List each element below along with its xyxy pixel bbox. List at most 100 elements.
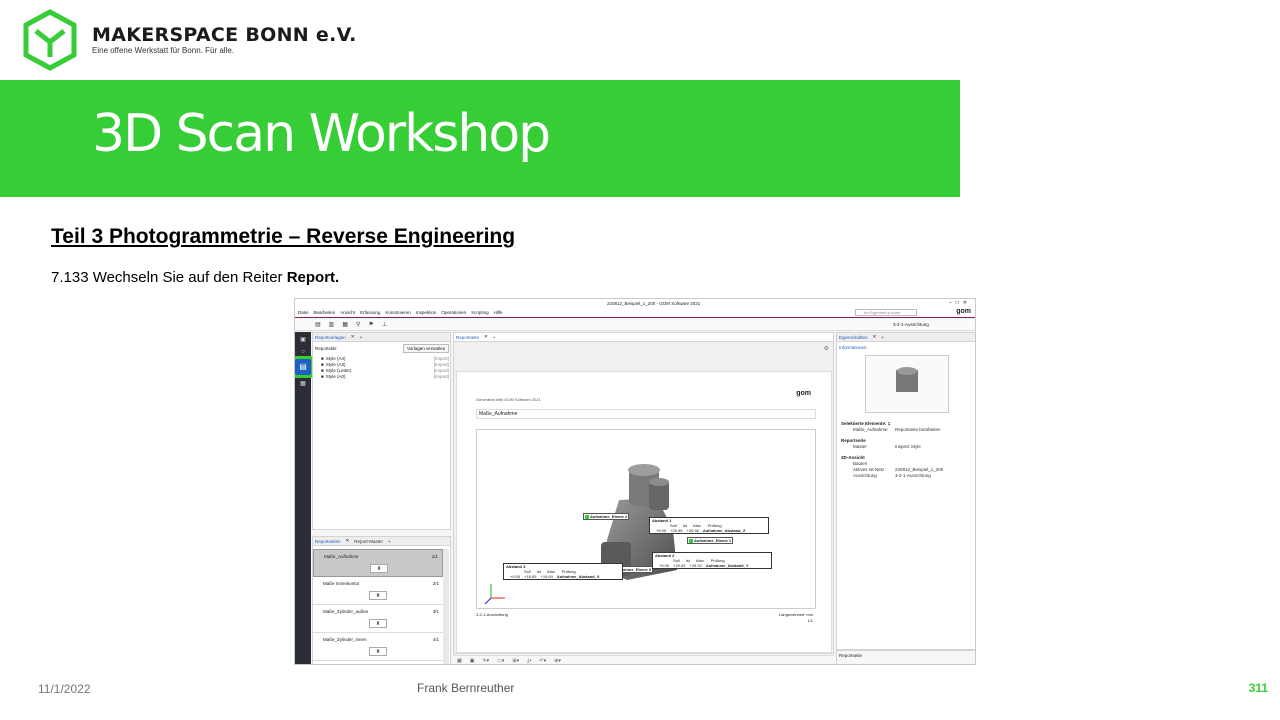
page-thumbnail: ♜ xyxy=(369,591,387,600)
pages-scrollbar[interactable] xyxy=(443,549,449,664)
document-logo: gom xyxy=(796,390,811,397)
report-page-panel: Reportseite ✕ + ⚙ Generated with GOM Softw… xyxy=(453,332,834,654)
copy-icon[interactable]: ▤ xyxy=(315,322,321,328)
style-item[interactable]: ■Style (A0)[Import] xyxy=(321,374,449,379)
menu-item[interactable]: Operationen xyxy=(441,310,467,315)
generated-text: Generated with GOM Software 2021 xyxy=(476,397,541,402)
settings-gear-icon[interactable]: ⚙ xyxy=(823,346,829,352)
footer-date: 11/1/2022 xyxy=(38,682,91,696)
app-toolbar: ▤ ▥ ▦ ⚲ ⚑ ⊥ 3-2-1-Ausrichtung xyxy=(295,319,975,331)
report-styles-header: Reportstile xyxy=(315,346,337,351)
footer-author: Frank Bernreuther xyxy=(417,681,515,695)
pin-icon[interactable]: ⚲ xyxy=(356,322,361,328)
arrange-icon[interactable]: ⊞▾ xyxy=(512,658,520,664)
org-tagline: Eine offene Werkstatt für Bonn. Für alle… xyxy=(92,46,234,55)
menu-item[interactable]: Ansicht xyxy=(340,310,356,315)
menu-item[interactable]: Scripting xyxy=(471,310,489,315)
plane-label[interactable]: Aufnahme_Ebene 2 xyxy=(583,513,630,520)
lock-icon: ■ xyxy=(321,368,324,373)
page-thumbnail: ♜ xyxy=(370,564,388,573)
draw-icon[interactable]: ✎▾ xyxy=(482,658,490,664)
duplicate-icon[interactable]: ▦ xyxy=(342,322,349,328)
window-controls[interactable]: –□✕ xyxy=(949,300,971,306)
add-tab-icon[interactable]: + xyxy=(388,538,391,544)
add-element-icon[interactable]: ⊕▾ xyxy=(554,658,561,664)
style-list: ■Style (A4)[Import] ■Style (A3)[Import] … xyxy=(321,356,449,380)
unit-caption: Längeneinheit: mm xyxy=(778,612,813,617)
report-tab-highlight: ▤ xyxy=(295,356,314,378)
makerspace-hexagon-logo-icon xyxy=(23,9,77,71)
instruction-prefix: 7.133 Wechseln Sie auf den Reiter xyxy=(51,269,287,286)
explorer-icon[interactable]: ▣ xyxy=(300,337,306,343)
report-document: Generated with GOM Software 2021 gom Maß… xyxy=(456,371,832,653)
close-icon[interactable]: ✕ xyxy=(345,538,350,543)
gom-software-screenshot: 220812_Beispiel_1_200 - GOM Software 202… xyxy=(294,298,976,665)
manage-templates-button[interactable]: Vorlagen verwalten xyxy=(403,344,450,353)
add-tab-icon[interactable]: + xyxy=(881,334,884,340)
window-title: 220812_Beispiel_1_200 - GOM Software 202… xyxy=(607,301,701,306)
plane-label[interactable]: Aufnahme_Ebene 1 xyxy=(687,537,734,544)
document-title-field[interactable]: Maße_Aufnahme xyxy=(476,409,816,419)
grid-icon[interactable]: ▦ xyxy=(457,658,462,664)
search-icon[interactable]: ○ xyxy=(301,349,305,355)
page-preview-thumbnail xyxy=(865,355,949,413)
paste-icon[interactable]: ▥ xyxy=(328,322,335,328)
close-icon[interactable]: ✕ xyxy=(484,334,488,339)
download-icon[interactable]: ⤓▾ xyxy=(527,658,532,664)
style-item[interactable]: ■Style (A3)[Import] xyxy=(321,362,449,367)
app-titlebar: 220812_Beispiel_1_200 - GOM Software 202… xyxy=(295,299,975,308)
menu-item[interactable]: Inspektion xyxy=(415,310,437,315)
layout-icon[interactable]: ▭▾ xyxy=(497,658,505,664)
search-input[interactable]: Im Eigenheit suchen xyxy=(855,309,917,316)
tab-report-pages[interactable]: Reportseiten xyxy=(315,538,341,544)
menu-item[interactable]: Hilfe xyxy=(493,310,503,315)
stamp-icon[interactable]: ⊥ xyxy=(381,322,388,328)
style-item[interactable]: ■Style (A4)[Import] xyxy=(321,356,449,361)
instruction-text: 7.133 Wechseln Sie auf den Reiter Report… xyxy=(51,269,339,286)
report-icon[interactable]: ▤ xyxy=(295,359,311,375)
org-name: MAKERSPACE BONN e.V. xyxy=(92,24,357,46)
menu-item[interactable]: Erfassung xyxy=(360,310,381,315)
page-thumbnail: ♜ xyxy=(369,647,387,656)
properties-panel: Eigenschaften✕+ Informationen Selektiert… xyxy=(836,332,975,650)
menu-item[interactable]: Datei xyxy=(298,310,309,315)
tab-report-page[interactable]: Reportseite xyxy=(456,334,480,340)
view-icon[interactable]: ▣ xyxy=(469,658,475,664)
tab-report-master[interactable]: Report-Master xyxy=(354,538,384,544)
grid-icon[interactable]: ▦ xyxy=(300,381,306,387)
page-indicator: 1/1 xyxy=(807,618,813,623)
app-menubar: Datei Bearbeiten Ansicht Erfassung Konst… xyxy=(295,308,975,318)
lock-icon: ■ xyxy=(321,362,324,367)
style-item[interactable]: ■Style (Letter)[Import] xyxy=(321,368,449,373)
report-templates-panel: Reportvorlagen ✕ + Reportstile Vorlagen ve… xyxy=(312,332,451,530)
alignment-selector[interactable]: 3-2-1-Ausrichtung xyxy=(893,322,929,327)
report-pages-panel: Reportseiten ✕ Report-Master + Maße_Aufnahm… xyxy=(312,536,451,664)
close-icon[interactable]: ✕ xyxy=(872,334,877,339)
banner-title: 3D Scan Workshop xyxy=(92,104,551,164)
menu-item[interactable]: Bearbeiten xyxy=(313,310,336,315)
close-icon[interactable]: ✕ xyxy=(350,334,355,339)
page-thumbnail: ♜ xyxy=(369,619,387,628)
lock-icon: ■ xyxy=(321,356,324,361)
menu-item[interactable]: Konstruieren xyxy=(385,310,411,315)
gom-brand-logo: gom xyxy=(956,308,971,315)
pdf-icon[interactable]: ⚑ xyxy=(368,322,374,328)
tab-report-templates[interactable]: Reportvorlagen xyxy=(315,334,346,340)
instruction-bold: Report. xyxy=(286,269,340,286)
undo-icon[interactable]: ↶▾ xyxy=(539,658,547,664)
3d-view[interactable]: Aufnahme_Ebene 2 Aufnahme_Ebene 1 Aufnah… xyxy=(476,429,816,609)
add-tab-icon[interactable]: + xyxy=(492,334,496,340)
add-tab-icon[interactable]: + xyxy=(359,334,363,340)
tab-properties[interactable]: Eigenschaften xyxy=(839,334,868,340)
